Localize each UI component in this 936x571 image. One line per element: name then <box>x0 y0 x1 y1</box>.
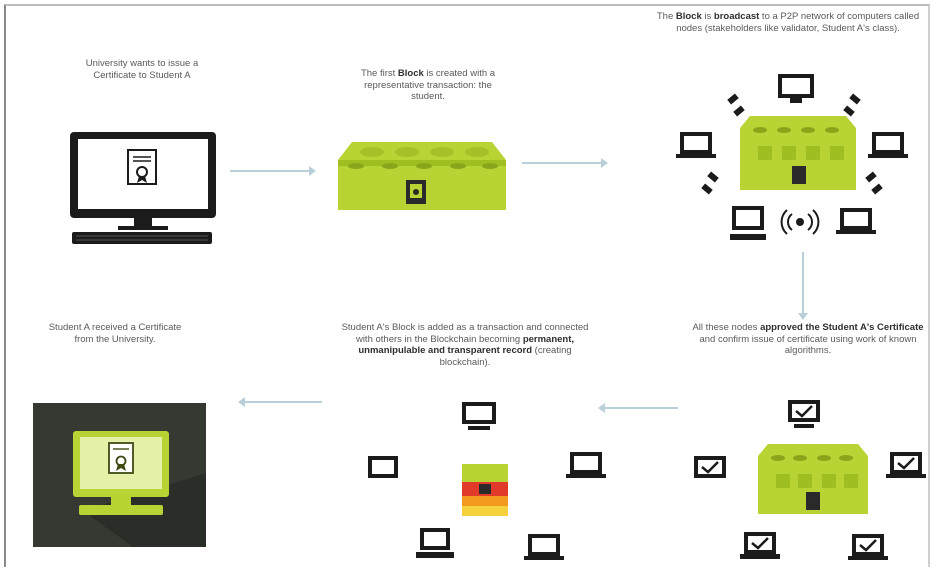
arrow-step2-to-step3 <box>522 158 608 168</box>
wifi-signal-icon <box>780 209 820 235</box>
step1-caption: University wants to issue a Certificate … <box>85 58 199 81</box>
laptop-icon <box>676 132 716 158</box>
monitor-icon <box>730 206 766 240</box>
monitor-icon <box>566 452 606 478</box>
green-block-icon <box>758 444 868 514</box>
green-block-icon <box>740 116 856 190</box>
arrow-step1-to-step2 <box>230 166 316 176</box>
checkmark-monitor-icon <box>886 452 926 478</box>
diagram-frame <box>4 4 930 567</box>
laptop-icon <box>836 208 876 234</box>
arrow-step4-to-step5 <box>598 403 678 413</box>
desktop-computer-icon <box>70 132 216 244</box>
arrow-step5-to-step6 <box>238 397 322 407</box>
checkmark-monitor-icon <box>694 456 726 478</box>
arrow-step3-to-step4 <box>798 252 808 320</box>
blockchain-network-group <box>368 402 606 560</box>
desktop-computer-icon <box>73 431 206 547</box>
monitor-icon <box>368 456 398 478</box>
checkmark-monitor-icon <box>740 532 780 559</box>
monitor-icon <box>462 402 496 430</box>
step3-caption: The Block is broadcast to a P2P network … <box>656 11 920 34</box>
blockchain-stack-icon <box>462 464 508 516</box>
green-block-icon <box>338 142 506 210</box>
step5-caption: Student A's Block is added as a transact… <box>341 322 589 368</box>
step6-caption: Student A received a Certificate from th… <box>48 322 182 345</box>
monitor-icon <box>416 528 454 558</box>
p2p-network-group <box>676 74 908 240</box>
certificate-icon <box>127 149 157 185</box>
step4-caption: All these nodes approved the Student A's… <box>692 322 924 356</box>
step2-caption: The first Block is created with a repres… <box>360 68 496 102</box>
laptop-icon <box>524 534 564 560</box>
laptop-icon <box>868 132 908 158</box>
checkmark-monitor-icon <box>788 400 820 428</box>
checkmark-monitor-icon <box>848 534 888 560</box>
approval-network-group <box>694 400 926 560</box>
monitor-icon <box>778 74 814 103</box>
certificate-icon <box>108 442 134 474</box>
